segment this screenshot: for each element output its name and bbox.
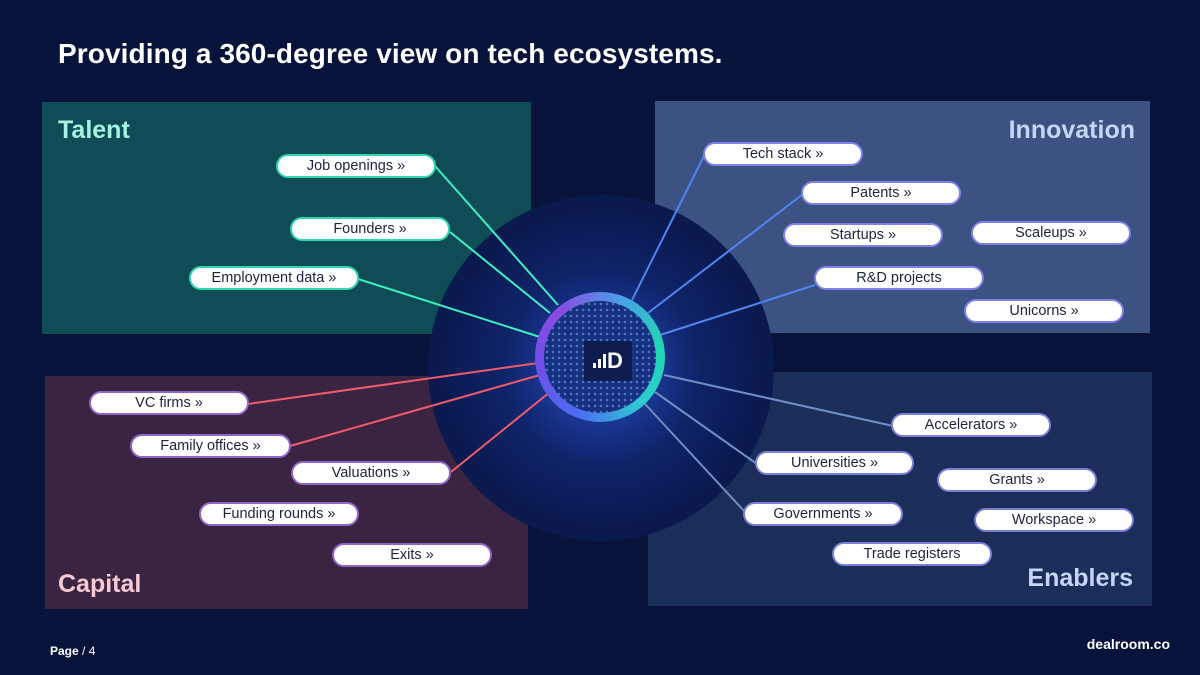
connector-accelerators [663, 374, 894, 427]
page-label: Page [50, 644, 79, 658]
link-governments[interactable]: Governments » [743, 502, 903, 526]
link-universities[interactable]: Universities » [755, 451, 914, 475]
link-exits[interactable]: Exits » [332, 543, 492, 567]
link-workspace[interactable]: Workspace » [974, 508, 1134, 532]
link-unicorns[interactable]: Unicorns » [964, 299, 1124, 323]
capital-label: Capital [58, 570, 142, 598]
link-family-offices[interactable]: Family offices » [130, 434, 291, 458]
connector-employment-data [357, 278, 541, 338]
connector-governments [644, 403, 746, 513]
connector-family-offices [289, 374, 541, 447]
link-job-openings[interactable]: Job openings » [276, 154, 436, 178]
connector-universities [654, 391, 758, 465]
link-tech-stack[interactable]: Tech stack » [703, 142, 863, 166]
connector-r-and-d-projects [659, 284, 816, 336]
connector-job-openings [434, 165, 559, 306]
link-funding-rounds[interactable]: Funding rounds » [199, 502, 359, 526]
link-scaleups[interactable]: Scaleups » [971, 221, 1131, 245]
hub-pixel-texture: D [544, 301, 656, 413]
link-employment-data[interactable]: Employment data » [189, 266, 359, 290]
link-founders[interactable]: Founders » [290, 217, 450, 241]
innovation-label: Innovation [1008, 116, 1135, 144]
link-trade-registers[interactable]: Trade registers [832, 542, 992, 566]
page-number: / 4 [82, 644, 96, 658]
link-r-and-d-projects[interactable]: R&D projects [814, 266, 984, 290]
connector-vc-firms [247, 362, 539, 405]
connector-tech-stack [631, 155, 705, 301]
link-accelerators[interactable]: Accelerators » [891, 413, 1051, 437]
link-startups[interactable]: Startups » [783, 223, 943, 247]
slide-title: Providing a 360-degree view on tech ecos… [58, 38, 723, 69]
dealroom-hub: D [535, 292, 665, 422]
connector-founders [449, 231, 551, 314]
link-patents[interactable]: Patents » [801, 181, 961, 205]
link-grants[interactable]: Grants » [937, 468, 1097, 492]
link-vc-firms[interactable]: VC firms » [89, 391, 249, 415]
talent-label: Talent [58, 116, 130, 144]
brand-wordmark: dealroom.co [1086, 636, 1170, 652]
connector-patents [647, 193, 804, 314]
dealroom-logo-icon: D [584, 341, 632, 381]
enablers-label: Enablers [1027, 564, 1133, 592]
link-valuations[interactable]: Valuations » [291, 461, 451, 485]
page-indicator: Page / 4 [50, 644, 95, 658]
connector-valuations [450, 391, 551, 473]
